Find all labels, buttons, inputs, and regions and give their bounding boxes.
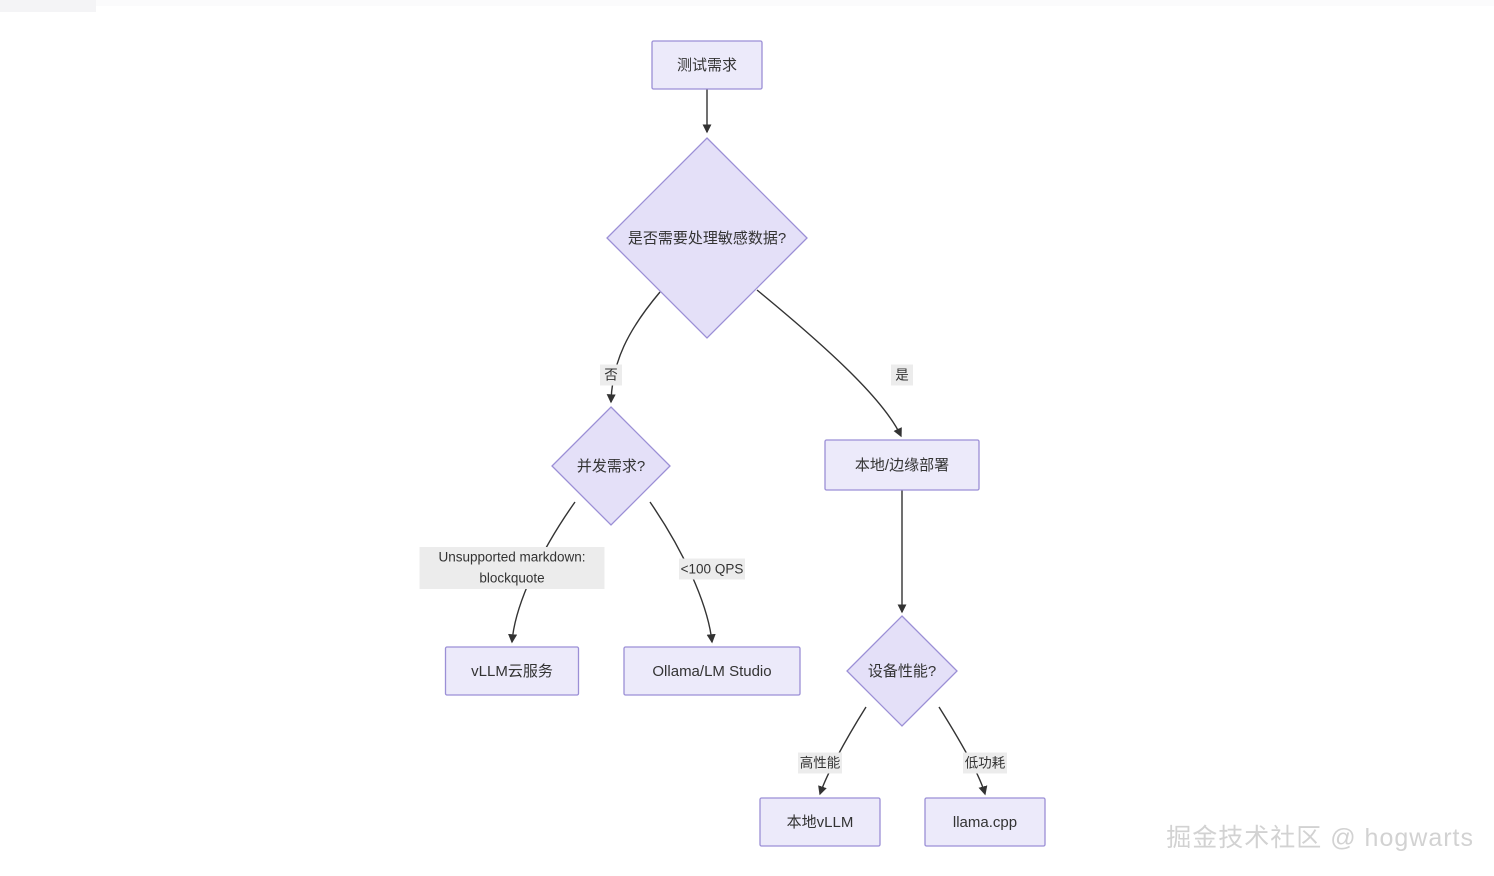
top-left-band <box>0 0 96 12</box>
node-shape-rect <box>824 439 980 491</box>
flow-node-d_qps[interactable]: 并发需求? <box>551 406 671 526</box>
flow-node-start[interactable]: 测试需求 <box>651 40 763 90</box>
node-shape-rect <box>444 646 580 696</box>
node-shape-diamond <box>846 615 958 727</box>
edge-label-background <box>798 752 842 774</box>
edge-label-lbl_perf: 高性能 <box>798 752 842 774</box>
node-label-local_vllm: 本地vLLM <box>787 814 854 831</box>
flow-edge-d_sensitive-to-local_edge <box>756 289 902 438</box>
edge-label-lbl_block: Unsupported markdown: blockquote <box>419 547 605 589</box>
flow-node-local_edge[interactable]: 本地/边缘部署 <box>824 439 980 491</box>
node-shape-diamond <box>606 137 808 339</box>
node-label-start: 测试需求 <box>677 57 737 74</box>
edge-label-text: 是 <box>895 368 909 383</box>
node-shape-rect <box>924 797 1046 847</box>
edge-label-text-line2: blockquote <box>479 571 544 586</box>
node-shape-rect <box>759 797 881 847</box>
flow-edge-d_device-to-llama_cpp <box>938 706 988 796</box>
edge-label-background <box>419 547 605 589</box>
edge-label-text: 否 <box>604 368 618 383</box>
flow-node-d_sensitive[interactable]: 是否需要处理敏感数据? <box>606 137 808 339</box>
edge-label-background <box>891 364 913 386</box>
edge-label-text: 高性能 <box>800 755 841 771</box>
flow-edge-d_device-to-local_vllm <box>818 706 867 796</box>
edge-label-lbl_yes: 是 <box>891 364 913 386</box>
edge-label-lbl_qps: <100 QPS <box>679 558 745 580</box>
node-label-ollama: Ollama/LM Studio <box>652 663 771 680</box>
flow-node-d_device[interactable]: 设备性能? <box>846 615 958 727</box>
node-label-d_device: 设备性能? <box>868 663 936 680</box>
flow-node-ollama[interactable]: Ollama/LM Studio <box>623 646 801 696</box>
flow-edge-d_sensitive-to-d_qps <box>606 291 661 404</box>
node-label-local_edge: 本地/边缘部署 <box>855 457 949 474</box>
edge-labels-layer: 否 是 Unsupported markdown: blockquote <100 QP… <box>419 364 1007 774</box>
top-edge-band <box>0 0 1494 6</box>
node-label-llama_cpp: llama.cpp <box>953 814 1017 831</box>
node-shape-diamond <box>551 406 671 526</box>
node-shape-rect <box>623 646 801 696</box>
watermark: 掘金技术社区 @ hogwarts <box>1166 824 1474 852</box>
node-label-d_qps: 并发需求? <box>577 458 645 475</box>
flow-node-llama_cpp[interactable]: llama.cpp <box>924 797 1046 847</box>
edge-label-background <box>679 558 745 580</box>
edge-label-text: 低功耗 <box>965 756 1006 771</box>
node-label-vllm_cloud: vLLM云服务 <box>471 663 553 680</box>
edge-label-background <box>963 752 1007 774</box>
edge-label-text-line1: Unsupported markdown: <box>438 550 585 565</box>
node-label-d_sensitive: 是否需要处理敏感数据? <box>628 230 786 247</box>
node-shape-rect <box>651 40 763 90</box>
edge-label-background <box>600 364 622 386</box>
flow-node-vllm_cloud[interactable]: vLLM云服务 <box>444 646 580 696</box>
edge-label-lbl_power: 低功耗 <box>963 752 1007 774</box>
edge-label-lbl_no: 否 <box>600 364 622 386</box>
flow-node-local_vllm[interactable]: 本地vLLM <box>759 797 881 847</box>
edge-label-text: <100 QPS <box>681 562 744 577</box>
